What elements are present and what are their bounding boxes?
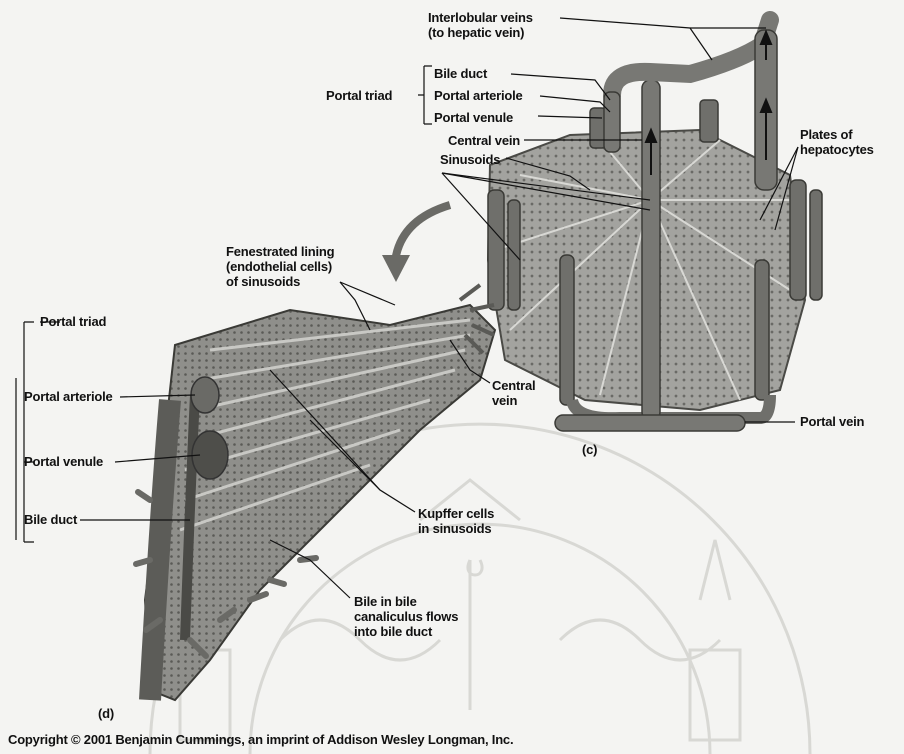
label-portal-venule-c: Portal venule <box>434 110 513 125</box>
label-bile-canaliculus: Bile in bile canaliculus flows into bile… <box>354 594 458 639</box>
label-plates-of-hepatocytes: Plates of hepatocytes <box>800 127 874 157</box>
label-portal-triad-c: Portal triad <box>326 88 392 103</box>
label-portal-venule-d: Portal venule <box>24 454 103 469</box>
copyright-notice: Copyright © 2001 Benjamin Cummings, an i… <box>8 732 513 747</box>
label-portal-vein: Portal vein <box>800 414 864 429</box>
panel-label-d: (d) <box>98 706 114 721</box>
label-central-vein-c: Central vein <box>448 133 520 148</box>
label-kupffer-cells: Kupffer cells in sinusoids <box>418 506 494 536</box>
liver-lobule-illustration <box>488 20 822 431</box>
pointer-arrow <box>395 205 450 262</box>
label-interlobular-veins: Interlobular veins (to hepatic vein) <box>428 10 533 40</box>
label-portal-triad-d: Portal triad <box>40 314 106 329</box>
label-fenestrated-lining: Fenestrated lining (endothelial cells) o… <box>226 244 334 289</box>
label-bile-duct-c: Bile duct <box>434 66 487 81</box>
label-bile-duct-d: Bile duct <box>24 512 77 527</box>
label-sinusoids: Sinusoids <box>440 152 500 167</box>
label-central-vein-d: Central vein <box>492 378 535 408</box>
panel-label-c: (c) <box>582 442 597 457</box>
label-portal-arteriole-d: Portal arteriole <box>24 389 113 404</box>
label-portal-arteriole-c: Portal arteriole <box>434 88 523 103</box>
